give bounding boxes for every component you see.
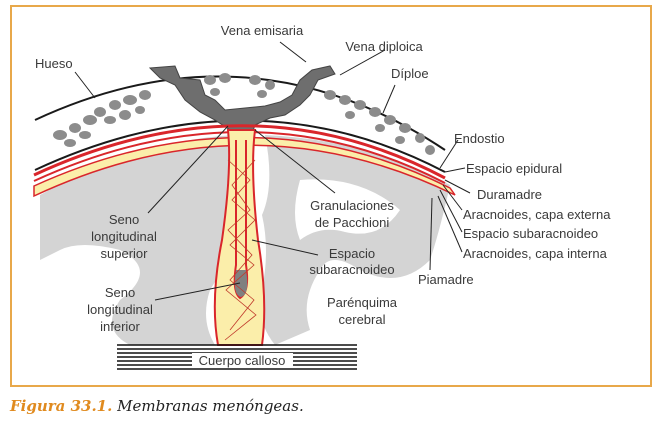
brain-parenchyma-left — [40, 135, 235, 345]
label-parenquima-line1: Parénquima — [327, 295, 398, 310]
leader-lines — [74, 41, 471, 301]
arachnoid-layer — [33, 136, 456, 198]
label-seno-sup-line2: longitudinal — [91, 229, 157, 244]
label-diploe: Díploe — [391, 66, 429, 81]
label-endostio: Endostio — [454, 131, 505, 146]
label-hueso: Hueso — [35, 56, 73, 71]
inferior-sagittal-sinus — [234, 270, 248, 297]
dura-outer — [33, 124, 446, 180]
white-matter-right — [295, 179, 400, 240]
label-parenquima-line2: cerebral — [339, 312, 386, 327]
corpus-callosum-label-bg — [192, 353, 293, 368]
label-aracnoides-interna: Aracnoides, capa interna — [463, 246, 608, 261]
emissary-vein — [148, 65, 336, 146]
corpus-callosum — [117, 344, 357, 370]
label-seno-inf-line2: longitudinal — [87, 302, 153, 317]
diploe-cells — [53, 73, 435, 155]
label-granulaciones-line2: de Pacchioni — [315, 215, 390, 230]
figure-number: Figura 33.1. — [10, 397, 113, 415]
label-granulaciones-line1: Granulaciones — [310, 198, 394, 213]
label-seno-sup-line3: superior — [101, 246, 149, 261]
figure-caption-text: Membranas menóngeas. — [117, 397, 304, 415]
label-vena-emisaria: Vena emisaria — [221, 23, 304, 38]
figure-caption: Figura 33.1. Membranas menóngeas. — [10, 397, 304, 415]
label-espacio-sub-line1: Espacio — [329, 246, 375, 261]
falx-dura — [233, 140, 249, 300]
label-seno-inf-line1: Seno — [105, 285, 135, 300]
label-vena-diploica: Vena diploica — [345, 39, 423, 54]
label-cuerpo-calloso: Cuerpo calloso — [199, 353, 286, 368]
label-espacio-sub-line2: subaracnoideo — [309, 262, 394, 277]
label-aracnoides-externa: Aracnoides, capa externa — [463, 207, 611, 222]
label-espacio-epidural: Espacio epidural — [466, 161, 562, 176]
label-seno-inf-line3: inferior — [100, 319, 140, 334]
label-espacio-subaracnoideo-right: Espacio subaracnoideo — [463, 226, 598, 241]
label-duramadre: Duramadre — [477, 187, 542, 202]
label-piamadre: Piamadre — [418, 272, 474, 287]
trabeculae — [224, 159, 257, 341]
label-seno-sup-line1: Seno — [109, 212, 139, 227]
